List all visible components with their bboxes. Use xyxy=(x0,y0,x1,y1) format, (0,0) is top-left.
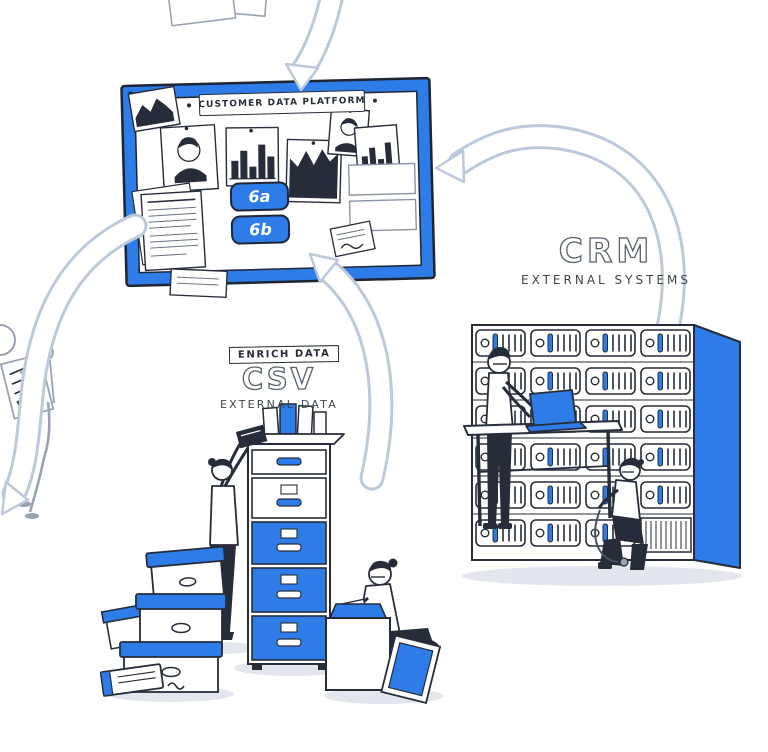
pinned-note xyxy=(329,220,376,258)
cdp-board xyxy=(120,76,436,299)
crm-subtitle: EXTERNAL SYSTEMS xyxy=(521,273,691,287)
arrow-crm-to-board xyxy=(434,124,686,353)
floor-squiggle xyxy=(167,682,185,690)
arrow-board-to-left xyxy=(0,213,148,516)
archive-box xyxy=(100,603,148,650)
step-badge-6a: 6a xyxy=(229,181,290,212)
leaning-lid xyxy=(380,634,442,705)
arrow-top-into-board xyxy=(284,0,344,92)
arrow-csv-to-board xyxy=(308,252,394,491)
open-box xyxy=(325,603,391,691)
person-at-laptop xyxy=(483,347,540,529)
cabinet-drawer xyxy=(251,521,327,565)
top-edge-papers xyxy=(167,0,268,27)
archive-box xyxy=(135,593,227,649)
cabinet-drawer xyxy=(251,567,327,613)
server-rack-scene xyxy=(463,324,741,570)
board-title-banner: CUSTOMER DATA PLATFORM xyxy=(187,89,377,117)
cabinet-drawer xyxy=(251,449,327,475)
pinned-portrait-photo xyxy=(159,123,219,193)
filing-cabinet xyxy=(247,433,345,670)
empty-placeholder-cards xyxy=(347,162,418,232)
cabinet-drawer xyxy=(251,615,327,661)
csv-scene xyxy=(99,403,442,705)
notebook xyxy=(99,663,165,697)
pinned-documents xyxy=(131,182,207,272)
pinned-dark-chart xyxy=(285,138,343,204)
board-title: CUSTOMER DATA PLATFORM xyxy=(198,95,366,111)
laptop xyxy=(525,389,587,433)
floor-shadows xyxy=(106,566,742,704)
kneeling-person xyxy=(597,457,648,570)
step-badge-6b: 6b xyxy=(230,214,291,245)
csv-subtitle: EXTERNAL DATA xyxy=(220,398,338,411)
pin-dot-icon xyxy=(372,98,377,103)
crm-title: CRM xyxy=(558,230,654,270)
csv-title: CSV xyxy=(241,361,317,396)
pinned-bar-chart xyxy=(225,126,280,187)
cabinet-drawer xyxy=(251,477,327,519)
pinned-area-chart xyxy=(127,85,181,133)
cable-and-plug xyxy=(594,509,629,567)
vent-panel xyxy=(640,517,692,553)
overhanging-paper xyxy=(169,268,228,299)
